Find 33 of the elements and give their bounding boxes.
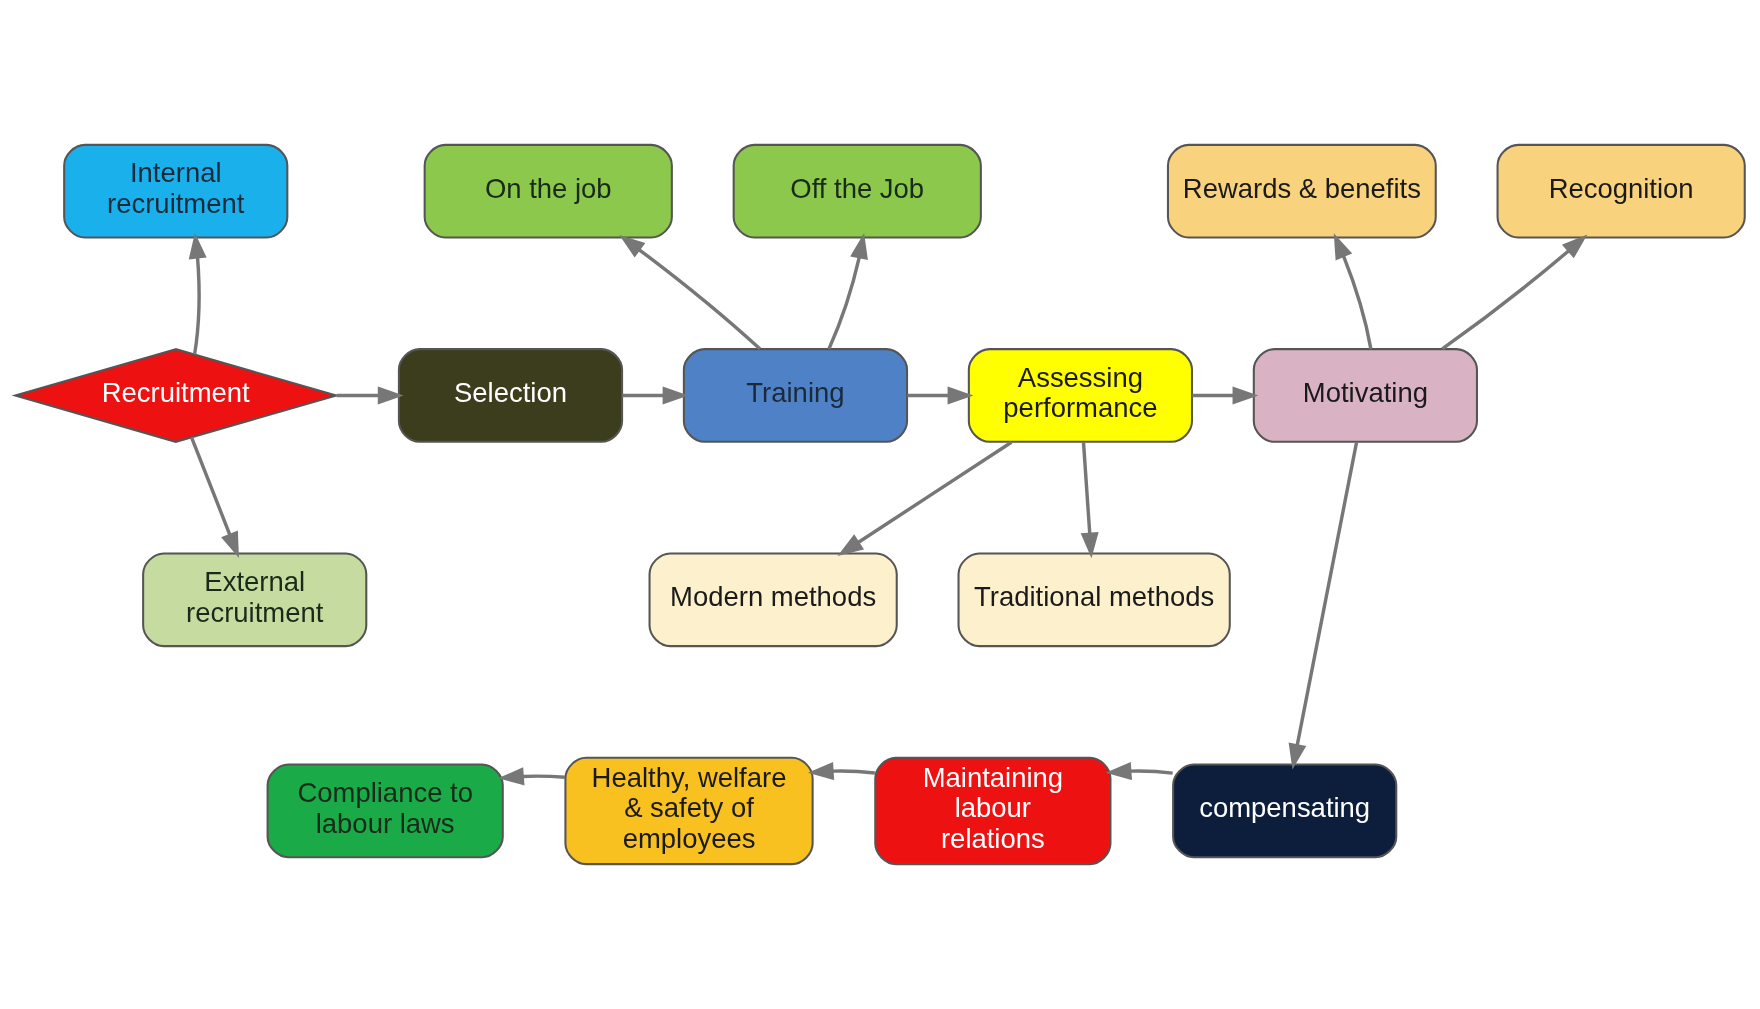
arrow <box>1288 441 1359 770</box>
arrow <box>1192 386 1259 405</box>
node-box: Healthy, welfare & safety of employees <box>564 756 814 866</box>
arrow <box>1441 234 1588 351</box>
arrow <box>1080 442 1099 559</box>
node-box: Compliance to labour laws <box>266 763 504 859</box>
node-box: Motivating <box>1252 348 1478 443</box>
node-box: External recruitment <box>142 552 368 648</box>
arrow <box>827 232 868 350</box>
node-box: Traditional methods <box>957 552 1231 648</box>
node-box: Selection <box>397 348 624 443</box>
arrow <box>336 386 404 405</box>
node-box: compensating <box>1172 763 1398 859</box>
arrow <box>189 436 239 558</box>
arrow <box>188 232 207 355</box>
node-box: Training <box>682 348 909 443</box>
node-box: Maintaining labour relations <box>874 756 1112 866</box>
arrow <box>622 386 689 405</box>
node-box: Internal recruitment <box>63 143 289 239</box>
arrow <box>837 440 1013 556</box>
node-diamond: Recruitment <box>11 348 340 443</box>
arrow <box>1105 762 1173 781</box>
node-box: Assessing performance <box>967 348 1194 443</box>
node-box: Off the Job <box>732 143 982 239</box>
node-box: Recognition <box>1496 143 1746 239</box>
node-box: Modern methods <box>648 552 898 648</box>
arrow <box>498 767 566 786</box>
arrow <box>907 386 974 405</box>
arrow <box>1333 233 1373 350</box>
arrow <box>619 234 761 351</box>
node-box: On the job <box>423 143 673 239</box>
arrow <box>807 762 876 781</box>
node-box: Rewards & benefits <box>1166 143 1437 239</box>
